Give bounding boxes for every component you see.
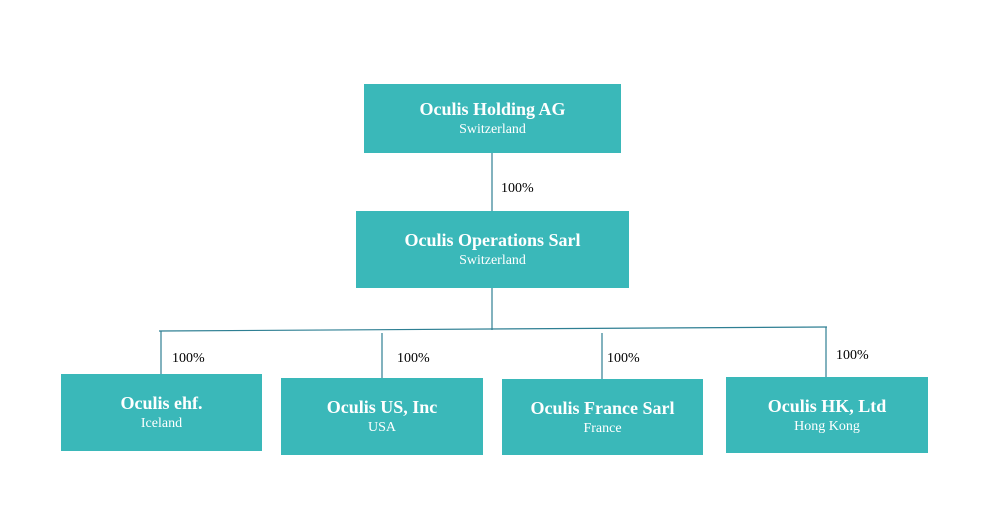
ownership-label-sub-2: 100%: [397, 351, 430, 366]
ownership-label-sub-4: 100%: [836, 348, 869, 363]
entity-location: Switzerland: [459, 253, 526, 268]
entity-location: Iceland: [140, 416, 183, 431]
entity-location: Hong Kong: [794, 418, 860, 434]
entity-location: France: [583, 420, 622, 436]
entity-box-subsidiary: Oculis US, Inc USA: [281, 378, 483, 455]
entity-name: Oculis Holding AG: [419, 99, 566, 119]
entity-name: Oculis France Sarl: [530, 397, 675, 418]
entity-box-operations: Oculis Operations Sarl Switzerland: [356, 211, 629, 288]
ownership-label-operations: 100%: [501, 181, 534, 196]
entity-box-holding: Oculis Holding AG Switzerland: [364, 84, 621, 153]
entity-box-subsidiary: Oculis France Sarl France: [502, 379, 703, 455]
ownership-label-sub-3: 100%: [607, 351, 640, 366]
entity-location: Switzerland: [459, 122, 526, 137]
entity-name: Oculis ehf.: [120, 393, 203, 413]
entity-name: Oculis HK, Ltd: [767, 395, 887, 416]
entity-box-subsidiary: Oculis ehf. Iceland: [61, 374, 262, 451]
entity-location: USA: [367, 420, 396, 435]
ownership-label-sub-1: 100%: [172, 351, 205, 366]
entity-name: Oculis US, Inc: [326, 397, 438, 417]
entity-name: Oculis Operations Sarl: [404, 230, 581, 250]
connector-horizontal-bus: [158, 326, 828, 332]
entity-box-subsidiary: Oculis HK, Ltd Hong Kong: [726, 377, 928, 453]
